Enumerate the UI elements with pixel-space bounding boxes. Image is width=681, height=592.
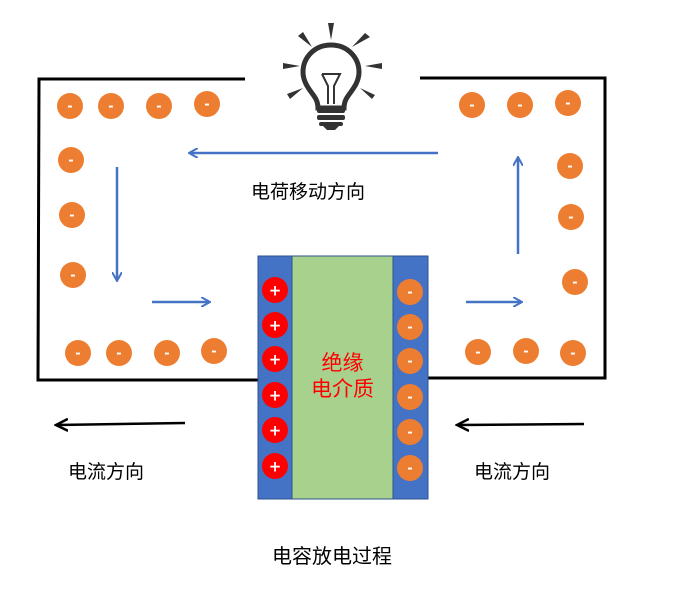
svg-text:-: - — [407, 426, 412, 441]
svg-text:-: - — [568, 211, 573, 226]
svg-text:-: - — [69, 209, 74, 224]
svg-text:+: + — [269, 316, 282, 334]
svg-text:-: - — [116, 347, 121, 362]
electron: - — [58, 147, 84, 173]
positive-charge: + — [262, 277, 288, 303]
current-arrow-right — [458, 424, 585, 425]
svg-text:-: - — [407, 462, 412, 477]
light-bulb-icon — [283, 23, 382, 130]
dielectric-label-line1: 绝缘 — [321, 351, 364, 375]
svg-text:-: - — [156, 100, 161, 115]
electron: - — [459, 92, 485, 118]
svg-text:-: - — [164, 347, 169, 362]
electron: - — [65, 340, 91, 366]
svg-text:-: - — [567, 160, 572, 175]
svg-text:+: + — [269, 421, 282, 439]
current-direction-label-right: 电流方向 — [474, 461, 551, 483]
svg-text:+: + — [269, 457, 282, 475]
dielectric-label: 绝缘 电介质 — [292, 350, 393, 402]
positive-charge: + — [262, 346, 288, 372]
plate-electron: - — [397, 314, 423, 340]
dielectric — [291, 255, 394, 500]
electron: - — [557, 153, 583, 179]
electron: - — [201, 338, 227, 364]
svg-text:-: - — [517, 99, 522, 114]
svg-text:-: - — [565, 97, 570, 112]
wire-right — [420, 76, 607, 380]
svg-text:+: + — [269, 281, 282, 299]
svg-text:+: + — [269, 386, 282, 404]
electron: - — [98, 93, 124, 119]
current-direction-label-left: 电流方向 — [68, 461, 145, 483]
diagram-title: 电容放电过程 — [272, 544, 392, 568]
positive-charge: + — [262, 453, 288, 479]
charge-direction-label: 电荷移动方向 — [251, 181, 366, 203]
svg-text:-: - — [204, 98, 209, 113]
plate-electron: - — [397, 455, 423, 481]
svg-text:-: - — [523, 345, 528, 360]
electron: - — [106, 340, 132, 366]
svg-text:-: - — [108, 100, 113, 115]
svg-text:-: - — [70, 269, 75, 284]
positive-charge: + — [262, 417, 288, 443]
plate-electron: - — [397, 348, 423, 374]
dielectric-label-line2: 电介质 — [311, 377, 374, 401]
svg-text:-: - — [475, 346, 480, 361]
electron: - — [154, 340, 180, 366]
electron: - — [194, 91, 220, 117]
wire-left — [36, 77, 258, 382]
svg-text:-: - — [67, 100, 72, 115]
svg-text:-: - — [211, 345, 216, 360]
svg-text:-: - — [469, 99, 474, 114]
electron: - — [560, 340, 586, 366]
plate-electron: - — [397, 279, 423, 305]
electron: - — [555, 90, 581, 116]
electron: - — [465, 339, 491, 365]
electron: - — [59, 202, 85, 228]
svg-text:-: - — [407, 321, 412, 336]
current-arrow-left — [57, 423, 186, 425]
svg-text:+: + — [269, 350, 282, 368]
svg-text:-: - — [572, 276, 577, 291]
svg-text:-: - — [75, 347, 80, 362]
svg-text:-: - — [570, 347, 575, 362]
electron: - — [57, 93, 83, 119]
electron: - — [558, 204, 584, 230]
electron: - — [507, 92, 533, 118]
plate-electron: - — [397, 384, 423, 410]
electron: - — [513, 338, 539, 364]
electron: - — [562, 269, 588, 295]
electron: - — [146, 93, 172, 119]
svg-text:-: - — [407, 391, 412, 406]
svg-text:-: - — [68, 154, 73, 169]
svg-text:-: - — [407, 286, 412, 301]
electron: - — [60, 262, 86, 288]
positive-charge: + — [262, 382, 288, 408]
positive-charge: + — [262, 312, 288, 338]
svg-text:-: - — [407, 355, 412, 370]
plate-electron: - — [397, 419, 423, 445]
